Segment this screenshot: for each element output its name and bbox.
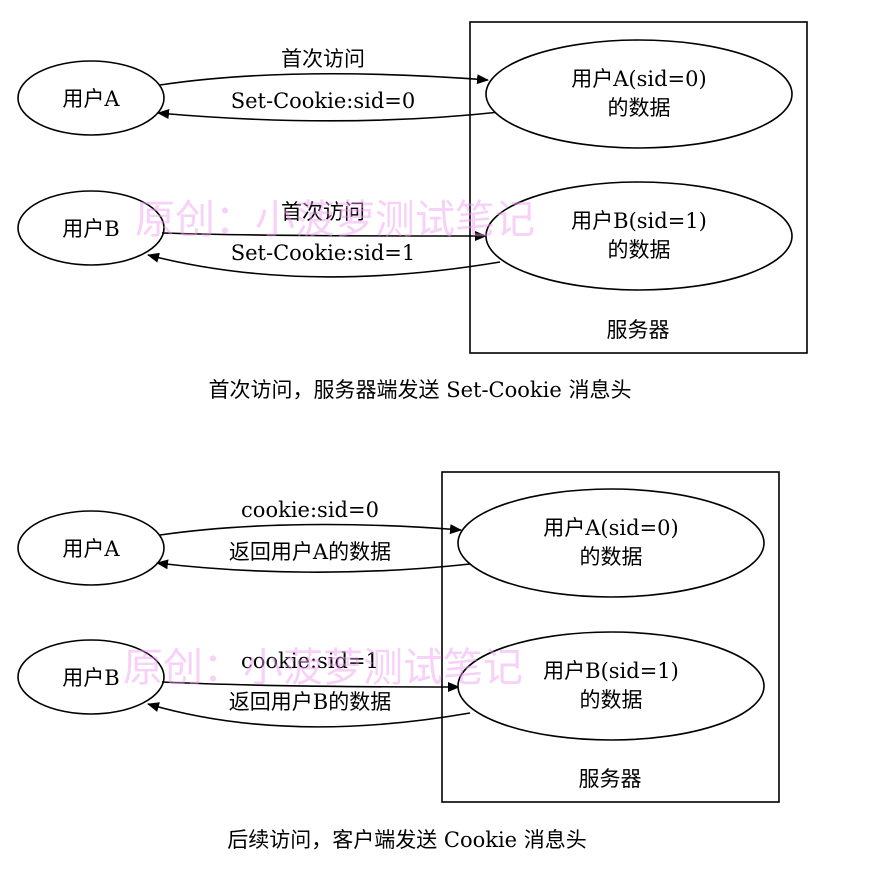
user-a-node [17,60,165,136]
edge-user-a-request [159,73,489,86]
user-b-label: 用户B [62,217,119,241]
edge-user-a-request-label: 首次访问 [281,47,365,71]
server-user-a-data-line1: 用户A(sid=0) [571,67,706,91]
watermark-text: 原创：小菠萝测试笔记 [135,197,535,243]
subsequent-visit-diagram: 服务器 用户A 用户B cookie:sid=0 返回用户A的数据 cookie… [17,471,780,852]
server-cluster-box [469,21,808,354]
server-user-a-data-node [457,488,765,598]
server-user-a-data-node [485,39,793,149]
edge-user-a-response [157,108,501,122]
edge-user-b-response [147,702,471,728]
subsequent-visit-caption: 后续访问，客户端发送 Cookie 消息头 [227,828,587,852]
edge-user-b-response-label: Set-Cookie:sid=1 [231,241,416,265]
server-user-a-data-line2: 的数据 [608,96,671,120]
edge-user-b-request [161,230,487,241]
edge-user-a-response-label: Set-Cookie:sid=0 [231,89,416,113]
edge-user-b-response-label: 返回用户B的数据 [229,690,391,714]
user-b-node [17,639,165,715]
server-user-b-data-line1: 用户B(sid=1) [543,659,679,683]
edge-user-a-request-label: cookie:sid=0 [241,498,379,522]
edge-user-a-response-label: 返回用户A的数据 [229,540,391,564]
first-visit-diagram: 服务器 用户A 用户B 首次访问 Set-Cookie:sid=0 首次访问 S… [17,21,808,402]
server-user-b-data-node [485,181,793,291]
edge-user-b-request-label: cookie:sid=1 [241,649,379,673]
user-a-node [17,510,165,586]
server-user-a-data-line2: 的数据 [580,545,643,569]
server-user-b-data-line2: 的数据 [608,238,671,262]
user-a-label: 用户A [62,87,120,111]
edge-user-b-request-label: 首次访问 [281,200,365,224]
watermark-text: 原创：小菠萝测试笔记 [123,645,523,691]
user-b-label: 用户B [62,666,119,690]
edge-user-a-response [156,559,471,573]
server-user-a-data-line1: 用户A(sid=0) [543,516,678,540]
server-user-b-data-line2: 的数据 [580,688,643,712]
server-cluster-label: 服务器 [607,318,670,342]
edge-user-a-request [159,523,462,536]
edge-user-b-response [147,252,501,278]
server-user-b-data-node [457,631,765,741]
first-visit-caption: 首次访问，服务器端发送 Set-Cookie 消息头 [209,378,632,402]
user-a-label: 用户A [62,537,120,561]
edge-user-b-request [161,681,460,692]
server-cluster-label: 服务器 [579,767,642,791]
server-cluster-box [441,471,780,803]
server-user-b-data-line1: 用户B(sid=1) [571,209,707,233]
user-b-node [17,190,165,266]
